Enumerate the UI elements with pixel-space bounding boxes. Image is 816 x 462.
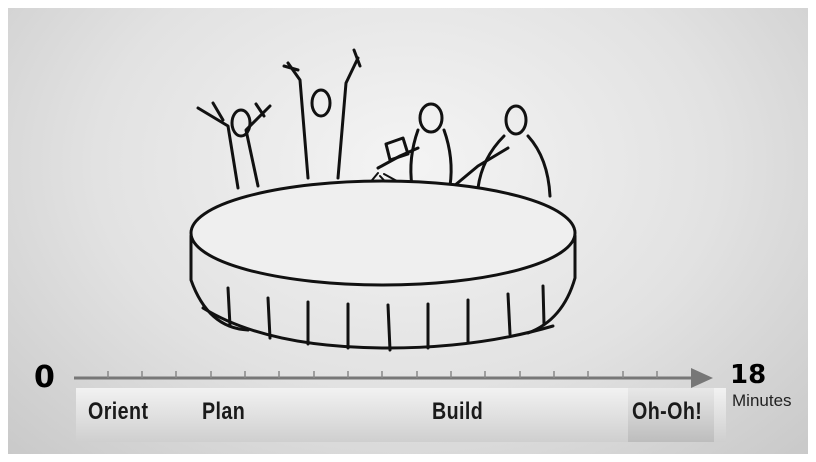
oh-oh-band xyxy=(628,388,714,442)
person-pointing-icon xyxy=(452,104,552,198)
round-table-icon xyxy=(189,179,577,352)
timeline-unit-label: Minutes xyxy=(732,391,792,410)
phase-orient: Orient xyxy=(88,398,149,425)
cheering-person-middle-icon xyxy=(282,48,362,180)
team-around-table-illustration xyxy=(189,48,577,352)
phase-oh-oh: Oh-Oh! xyxy=(632,398,703,425)
phase-plan: Plan xyxy=(202,398,246,425)
timeline-end-label: 18 xyxy=(730,360,767,390)
timeline-start-label: 0 xyxy=(34,360,55,395)
timeline-band xyxy=(76,388,726,442)
cheering-person-left-icon xyxy=(196,101,272,190)
slide-frame: 0 18 Minutes Orient Plan Build Oh-Oh! xyxy=(8,8,808,454)
timeline-axis xyxy=(74,368,713,388)
phase-build: Build xyxy=(432,398,484,425)
timeline-arrow-icon xyxy=(691,368,713,388)
